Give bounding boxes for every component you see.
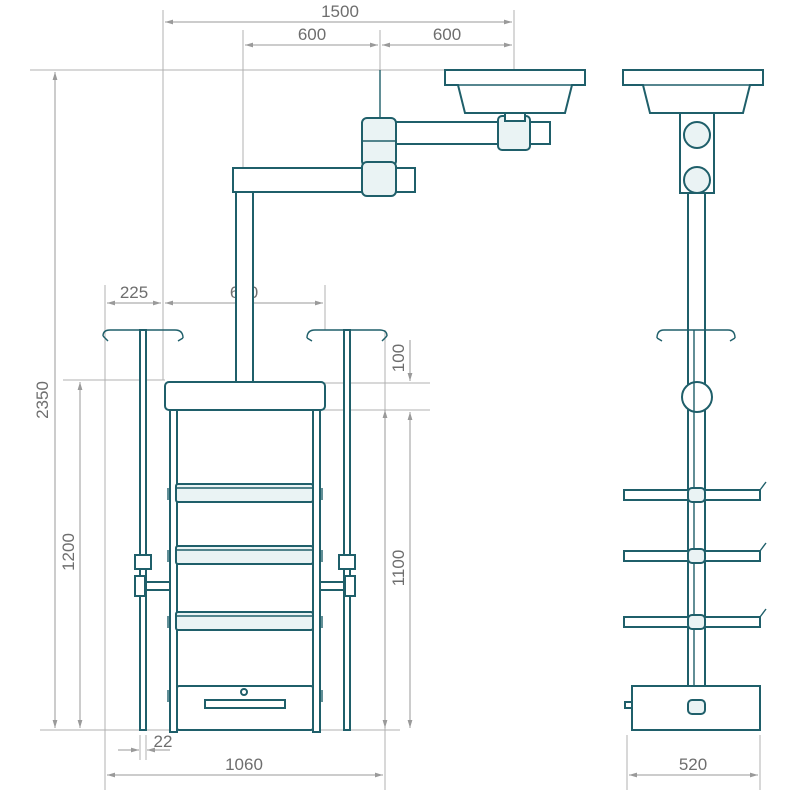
dimension-lines: [52, 19, 758, 778]
dim-overall-width: 1060: [225, 755, 263, 774]
iv-pole-right: [306, 329, 388, 731]
side-iv-hook: [656, 329, 736, 342]
front-view: [102, 69, 586, 733]
side-shelves: [623, 481, 767, 630]
head-housing: [164, 381, 326, 411]
dim-total-reach: 1500: [321, 2, 359, 21]
side-ceiling-mount: [622, 69, 764, 114]
dim-arm-segment-1: 600: [298, 25, 326, 44]
dim-shelf-height: 1200: [59, 533, 78, 571]
iv-pole-left: [102, 329, 184, 731]
dim-top-clearance: 100: [389, 344, 408, 372]
side-arm-joints: [679, 112, 715, 194]
side-drawer: [624, 685, 761, 731]
drop-column: [235, 191, 254, 383]
shelf-frame: [167, 409, 323, 733]
dim-post-gap: 22: [154, 732, 173, 751]
dim-total-height: 2350: [33, 381, 52, 419]
arm-joint-elbow: [232, 70, 416, 197]
dim-column-height: 1100: [389, 550, 408, 587]
dim-side-offset: 225: [120, 283, 148, 302]
arm-joint-upper: [379, 112, 551, 151]
dim-depth: 520: [679, 755, 707, 774]
side-column: [681, 192, 713, 731]
side-view: [622, 69, 767, 731]
dim-arm-segment-2: 600: [433, 25, 461, 44]
ceiling-mount: [444, 69, 586, 114]
